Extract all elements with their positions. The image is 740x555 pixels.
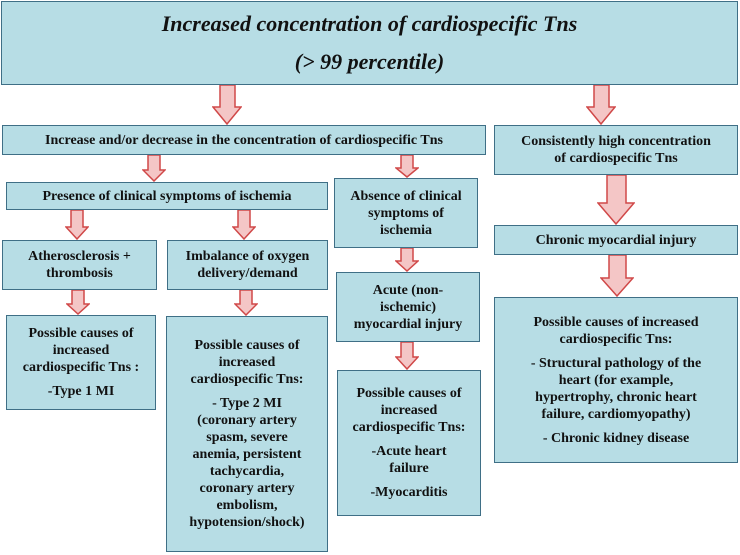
absence-symptoms-box: Absence of clinical symptoms of ischemia xyxy=(334,178,478,248)
causes-acute-item2: failure xyxy=(389,461,429,476)
absence-line3: ischemia xyxy=(379,222,433,238)
arrow-down-icon xyxy=(597,175,635,225)
causes-type2-item3: spasm, severe xyxy=(206,430,288,445)
causes-type2-item1: - Type 2 MI xyxy=(212,396,282,411)
causes-acute-box: Possible causes of increased cardiospeci… xyxy=(337,370,481,516)
causes-type2-box: Possible causes of increased cardiospeci… xyxy=(166,316,328,552)
causes-type2-item7: embolism, xyxy=(216,498,278,513)
consistently-high-box: Consistently high concentration of cardi… xyxy=(494,125,738,175)
acute-injury-line1: Acute (non- xyxy=(372,282,444,298)
imbalance-line2: delivery/demand xyxy=(197,266,298,281)
atherosclerosis-box: Atherosclerosis + thrombosis xyxy=(2,240,157,290)
causes-chronic-item5: - Chronic kidney disease xyxy=(542,430,690,446)
arrow-down-icon xyxy=(65,210,89,240)
causes-type1-line1: Possible causes of xyxy=(28,326,134,341)
causes-acute-line3: cardiospecific Tns: xyxy=(352,420,466,435)
top-title: Increased concentration of cardiospecifi… xyxy=(161,11,578,36)
causes-chronic-item3: hypertrophy, chronic heart xyxy=(535,389,697,405)
causes-type2-line3: cardiospecific Tns: xyxy=(190,372,304,387)
acute-injury-box: Acute (non- ischemic) myocardial injury xyxy=(336,272,480,342)
top-subtitle: (> 99 percentile) xyxy=(294,49,445,74)
absence-line1: Absence of clinical xyxy=(350,188,462,204)
causes-type1-line2: increased xyxy=(52,343,110,358)
causes-type1-line3: cardiospecific Tns : xyxy=(22,360,140,375)
imbalance-line1: Imbalance of oxygen xyxy=(185,249,310,264)
presence-symptoms-box: Presence of clinical symptoms of ischemi… xyxy=(6,182,328,210)
causes-type2-item6: coronary artery xyxy=(199,481,295,496)
causes-type1-box: Possible causes of increased cardiospeci… xyxy=(6,315,156,410)
presence-symptoms-text: Presence of clinical symptoms of ischemi… xyxy=(42,188,292,204)
causes-type2-item4: anemia, persistent xyxy=(192,447,302,462)
consistently-high-line2: of cardiospecific Tns xyxy=(554,151,678,166)
atherosclerosis-line2: thrombosis xyxy=(46,266,113,281)
imbalance-box: Imbalance of oxygen delivery/demand xyxy=(167,240,328,290)
arrow-down-icon xyxy=(66,290,90,315)
causes-type2-line2: increased xyxy=(218,355,276,370)
chronic-injury-box: Chronic myocardial injury xyxy=(494,225,738,255)
arrow-down-icon xyxy=(395,248,419,272)
causes-type2-item8: hypotension/shock) xyxy=(189,515,305,530)
causes-acute-line2: increased xyxy=(380,403,438,418)
arrow-down-icon xyxy=(586,85,616,125)
arrow-down-icon xyxy=(395,155,419,178)
causes-chronic-item4: failure, cardiomyopathy) xyxy=(541,406,691,422)
arrow-down-icon xyxy=(234,290,258,316)
causes-type2-item2: (coronary artery xyxy=(197,413,297,428)
causes-acute-item1: -Acute heart xyxy=(371,444,447,459)
increase-decrease-box: Increase and/or decrease in the concentr… xyxy=(2,125,486,155)
causes-chronic-item2: heart (for example, xyxy=(558,372,674,388)
causes-chronic-line2: cardiospecific Tns: xyxy=(559,331,673,347)
atherosclerosis-line1: Atherosclerosis + xyxy=(28,249,131,264)
increase-decrease-text: Increase and/or decrease in the concentr… xyxy=(45,132,443,148)
top-box: Increased concentration of cardiospecifi… xyxy=(1,1,738,85)
consistently-high-line1: Consistently high concentration xyxy=(521,134,711,149)
arrow-down-icon xyxy=(395,342,419,370)
causes-type2-line1: Possible causes of xyxy=(194,338,300,353)
causes-type1-item: -Type 1 MI xyxy=(47,384,115,399)
arrow-down-icon xyxy=(212,85,242,125)
causes-chronic-box: Possible causes of increased cardiospeci… xyxy=(494,297,738,463)
causes-chronic-line1: Possible causes of increased xyxy=(533,314,699,330)
arrow-down-icon xyxy=(232,210,256,240)
causes-acute-item3: -Myocarditis xyxy=(370,485,448,500)
arrow-down-icon xyxy=(600,255,634,297)
acute-injury-line2: ischemic) xyxy=(380,299,436,315)
chronic-injury-text: Chronic myocardial injury xyxy=(535,232,697,248)
causes-acute-line1: Possible causes of xyxy=(356,386,462,401)
acute-injury-line3: myocardial injury xyxy=(353,316,463,332)
absence-line2: symptoms of xyxy=(368,205,444,221)
causes-type2-item5: tachycardia, xyxy=(209,464,285,479)
arrow-down-icon xyxy=(142,155,166,182)
causes-chronic-item1: - Structural pathology of the xyxy=(530,355,702,371)
